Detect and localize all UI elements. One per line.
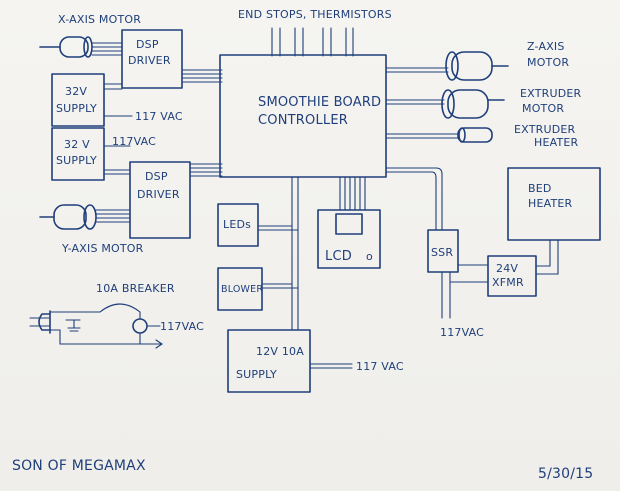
xfmr-label-1: 24V (496, 262, 518, 275)
extruder-heater-label-2: HEATER (534, 136, 579, 149)
extruder-heater-icon (385, 127, 493, 143)
breaker-circuit (29, 303, 163, 349)
extruder-motor-label-2: MOTOR (522, 102, 564, 115)
dsp-top-to-controller-wires (181, 69, 223, 83)
ssr-control-wire-a (385, 167, 443, 231)
bed-heater-box (507, 167, 601, 241)
breaker-label: 10A BREAKER (96, 282, 175, 295)
lcd-screen (335, 213, 363, 235)
dsp-driver-bottom-box (129, 161, 191, 239)
dsp-bottom-to-controller-wires (189, 163, 223, 177)
smoothie-label-1: SMOOTHIE BOARD (258, 95, 381, 110)
ssr-box (427, 229, 459, 273)
vac-b-label: 117VAC (112, 135, 156, 148)
extruder-motor-icon (385, 89, 505, 119)
xfmr-box (487, 255, 537, 297)
extruder-motor-label-1: EXTRUDER (520, 87, 582, 100)
x-axis-motor-label: X-AXIS MOTOR (58, 13, 141, 26)
blower-box (217, 267, 263, 311)
supply-12v-box (227, 329, 311, 393)
power-bus-wires (291, 176, 299, 331)
end-stops-label: END STOPS, THERMISTORS (238, 8, 392, 21)
ssr-label: SSR (431, 246, 453, 259)
bed-heater-label-1: BED (528, 182, 552, 195)
blower-label: BLOWER (221, 284, 263, 295)
vac-ssr-label: 117VAC (440, 326, 484, 339)
extruder-heater-label-1: EXTRUDER (514, 123, 576, 136)
dsp-driver-top-box (121, 29, 183, 89)
supply-12v-label-2: SUPPLY (236, 368, 277, 381)
smoothie-label-2: CONTROLLER (258, 113, 348, 128)
lcd-knob-label: o (366, 250, 373, 263)
y-axis-motor-icon (39, 204, 131, 230)
vac-12v-label: 117 VAC (356, 360, 404, 373)
lcd-label: LCD (325, 249, 352, 264)
x-axis-motor-icon (39, 36, 123, 58)
supply-32v-a-box (51, 73, 105, 127)
bed-heater-label-2: HEATER (528, 197, 573, 210)
z-axis-label: Z-AXIS (527, 40, 565, 53)
lcd-box (317, 209, 381, 269)
diagram-date: 5/30/15 (538, 466, 593, 482)
leds-box (217, 203, 259, 247)
supply-32v-b-label-2: SUPPLY (56, 154, 97, 167)
dsp-driver-bot-label-2: DRIVER (137, 188, 180, 201)
z-axis-motor-icon (385, 51, 509, 81)
y-axis-motor-label: Y-AXIS MOTOR (61, 242, 144, 255)
supply-32v-a-label-2: SUPPLY (56, 102, 97, 115)
supply-32v-b-box (51, 127, 105, 181)
lcd-ribbon (339, 176, 366, 211)
supply-12v-label-1: 12V 10A (256, 345, 304, 358)
dsp-driver-top-label-2: DRIVER (128, 54, 171, 67)
dsp-driver-top-label-1: DSP (136, 38, 159, 51)
leds-label: LEDs (223, 218, 251, 231)
ssr-control-wire-b (385, 171, 437, 231)
dsp-driver-bot-label-1: DSP (145, 170, 168, 183)
end-stop-wires (271, 27, 354, 57)
xfmr-label-2: XFMR (492, 276, 524, 289)
z-motor-label: MOTOR (527, 56, 569, 69)
supply-32v-b-label-1: 32 V (64, 138, 90, 151)
xfmr-to-bed-wire-b (535, 239, 559, 275)
xfmr-to-bed-wire-a (535, 239, 551, 267)
vac-breaker-label: 117VAC (160, 320, 204, 333)
vac-a-label: 117 VAC (135, 110, 183, 123)
smoothie-board-box (219, 54, 387, 178)
supply-32v-a-label-1: 32V (65, 85, 87, 98)
diagram-title: SON OF MEGAMAX (12, 458, 146, 474)
